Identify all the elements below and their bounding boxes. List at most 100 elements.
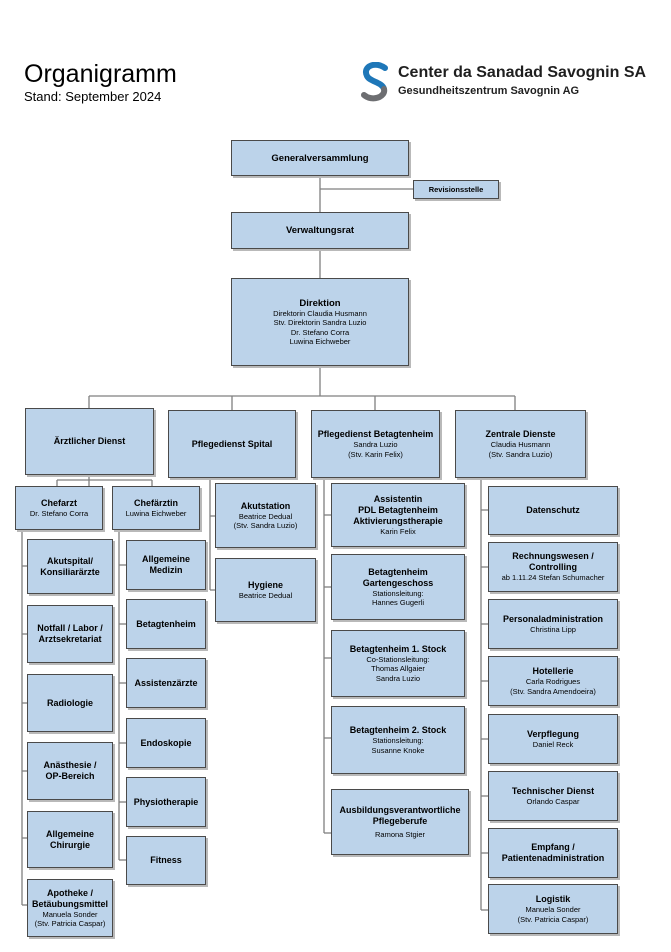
- box-title: Datenschutz: [526, 505, 580, 515]
- box-line: Daniel Reck: [532, 739, 574, 749]
- box-datenschutz: Datenschutz: [488, 486, 618, 535]
- box-verwaltungsrat: Verwaltungsrat: [231, 212, 409, 249]
- box-line: Ramona Stgier: [374, 829, 426, 839]
- box-line: Dr. Stefano Corra: [290, 327, 350, 337]
- box-title: Rechnungswesen /: [512, 551, 594, 562]
- box-pflegedienst-betagtenheim: Pflegedienst Betagtenheim Sandra Luzio (…: [311, 410, 440, 478]
- box-title: Verwaltungsrat: [285, 225, 355, 236]
- box-title: Betagtenheim: [368, 566, 428, 577]
- box-notfall-labor: Notfall / Labor / Arztsekretariat: [27, 605, 113, 663]
- box-title: Logistik: [535, 894, 571, 904]
- company-subtitle: Gesundheitszentrum Savognin AG: [398, 85, 580, 97]
- box-title: Technischer Dienst: [511, 785, 595, 796]
- box-pflegedienst-spital: Pflegedienst Spital: [168, 410, 296, 478]
- box-title: Betagtenheim: [136, 618, 196, 629]
- box-line: Luwina Eichweber: [125, 508, 187, 518]
- box-line: Dr. Stefano Corra: [29, 508, 89, 518]
- box-line: (Stv. Patricia Caspar): [517, 914, 589, 924]
- box-title: Akutstation: [240, 500, 291, 511]
- box-apotheke: Apotheke / Betäubungsmittel Manuela Sond…: [27, 879, 113, 937]
- box-radiologie: Radiologie: [27, 674, 113, 732]
- box-betagtenheim-1-stock: Betagtenheim 1. Stock Co-Stationsleitung…: [331, 630, 465, 697]
- box-hygiene: Hygiene Beatrice Dedual: [215, 558, 316, 622]
- box-title: Pflegedienst Spital: [191, 438, 273, 449]
- box-line: Beatrice Dedual: [238, 590, 293, 600]
- box-line: Manuela Sonder: [42, 909, 98, 919]
- box-title: Pflegeberufe: [372, 815, 428, 826]
- box-allgemeine-chirurgie: Allgemeine Chirurgie: [27, 811, 113, 868]
- box-title: Chefärztin: [133, 497, 178, 508]
- box-line: Orlando Caspar: [526, 796, 580, 806]
- box-title: PDL Betagtenheim: [358, 504, 438, 515]
- company-name: Center da Sanadad Savognin SA: [398, 64, 647, 81]
- box-title: Generalversammlung: [271, 152, 369, 164]
- box-line: Stv. Direktorin Sandra Luzio: [273, 318, 367, 327]
- box-betagtenheim-2-stock: Betagtenheim 2. Stock Stationsleitung: S…: [331, 706, 465, 774]
- box-line: Hannes Gugerli: [371, 598, 425, 607]
- savognin-s-logo-icon: [361, 62, 388, 102]
- box-line: (Stv. Patricia Caspar): [34, 919, 106, 928]
- box-title: Revisionsstelle: [428, 185, 484, 194]
- box-title: Apotheke /: [46, 887, 93, 898]
- box-title: OP-Bereich: [45, 771, 95, 781]
- box-technischer-dienst: Technischer Dienst Orlando Caspar: [488, 771, 618, 821]
- box-title: Chirurgie: [49, 839, 90, 850]
- box-physiotherapie: Physiotherapie: [126, 777, 206, 827]
- box-chefarzt: Chefarzt Dr. Stefano Corra: [15, 486, 103, 530]
- box-line: (Stv. Karin Felix): [348, 449, 403, 459]
- box-line: ab 1.11.24 Stefan Schumacher: [501, 573, 605, 583]
- box-title: Endoskopie: [140, 737, 192, 748]
- box-line: Luwina Eichweber: [289, 337, 351, 346]
- box-line: Direktorin Claudia Husmann: [273, 308, 367, 318]
- box-aerztlicher-dienst: Ärztlicher Dienst: [25, 408, 154, 475]
- box-title: Betagtenheim 2. Stock: [349, 725, 447, 735]
- box-zentrale-dienste: Zentrale Dienste Claudia Husmann (Stv. S…: [455, 410, 586, 478]
- box-title: Hotellerie: [532, 666, 574, 676]
- box-title: Allgemeine: [45, 828, 94, 839]
- box-title: Notfall / Labor /: [37, 623, 103, 633]
- box-title: Direktion: [299, 297, 341, 309]
- box-title: Allgemeine: [141, 554, 190, 564]
- box-title: Ausbildungsverantwortliche: [339, 804, 461, 815]
- box-personaladministration: Personaladministration Christina Lipp: [488, 599, 618, 649]
- box-title: Zentrale Dienste: [485, 429, 556, 439]
- box-endoskopie: Endoskopie: [126, 718, 206, 768]
- box-line: (Stv. Sandra Amendoeira): [510, 686, 596, 696]
- box-title: Aktivierungstherapie: [353, 515, 443, 526]
- box-title: Radiologie: [46, 697, 93, 708]
- box-chefaerztin: Chefärztin Luwina Eichweber: [112, 486, 200, 530]
- box-line: Susanne Knoke: [371, 745, 425, 755]
- box-logistik: Logistik Manuela Sonder (Stv. Patricia C…: [488, 884, 618, 934]
- box-title: Personaladministration: [502, 613, 604, 624]
- box-title: Pflegedienst Betagtenheim: [317, 429, 434, 439]
- box-line: Christina Lipp: [530, 624, 576, 634]
- box-line: Claudia Husmann: [490, 440, 551, 449]
- box-title: Medizin: [149, 565, 183, 575]
- box-title: Betagtenheim 1. Stock: [349, 643, 447, 654]
- box-allgemeine-medizin: Allgemeine Medizin: [126, 540, 206, 590]
- page-title: Organigramm: [24, 60, 177, 88]
- company-logo: Center da Sanadad Savognin SA Gesundheit…: [358, 62, 658, 102]
- box-empfang: Empfang / Patientenadministration: [488, 828, 618, 878]
- box-line: Karin Felix: [380, 526, 416, 536]
- box-line: Stationsleitung:: [372, 736, 424, 745]
- box-title: Anästhesie /: [43, 760, 97, 770]
- box-line: Thomas Allgaier: [371, 664, 425, 674]
- box-ausbildungsverantwortliche: Ausbildungsverantwortliche Pflegeberufe …: [331, 789, 469, 855]
- box-title: Hygiene: [247, 579, 283, 590]
- box-title: Betäubungsmittel: [31, 898, 108, 909]
- box-title: Patientenadministration: [501, 853, 605, 863]
- box-fitness: Fitness: [126, 836, 206, 885]
- box-rechnungswesen: Rechnungswesen / Controlling ab 1.11.24 …: [488, 542, 618, 592]
- box-akutstation: Akutstation Beatrice Dedual (Stv. Sandra…: [215, 483, 316, 548]
- stand-date: Stand: September 2024: [24, 89, 162, 104]
- box-line: (Stv. Sandra Luzio): [233, 521, 298, 530]
- box-direktion: Direktion Direktorin Claudia Husmann Stv…: [231, 278, 409, 366]
- box-title: Verpflegung: [526, 728, 579, 739]
- box-betagtenheim-gartengeschoss: Betagtenheim Gartengeschoss Stationsleit…: [331, 554, 465, 620]
- box-akutspital: Akutspital/ Konsiliarärzte: [27, 539, 113, 594]
- box-title: Controlling: [529, 562, 577, 573]
- box-title: Gartengeschoss: [362, 577, 434, 588]
- box-line: Sandra Luzio: [375, 673, 421, 683]
